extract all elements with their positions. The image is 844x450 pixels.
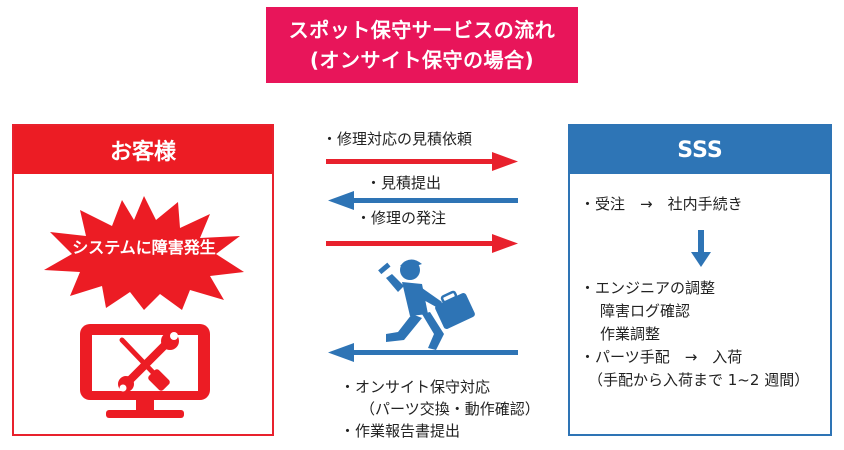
customer-panel: お客様 システムに障害発生 bbox=[12, 124, 274, 436]
sss-item-parts: ・パーツ手配 → 入荷 bbox=[580, 348, 743, 366]
sss-item-order: ・受注 → 社内手続き bbox=[580, 195, 743, 213]
diagram-title: スポット保守サービスの流れ (オンサイト保守の場合) bbox=[266, 7, 578, 83]
flow-label-onsite: ・オンサイト保守対応 bbox=[340, 378, 491, 396]
sss-item-parts-lead-time: （手配から入荷まで 1~2 週間） bbox=[588, 371, 810, 389]
flow-label-repair-order: ・修理の発注 bbox=[356, 209, 447, 227]
customer-header: お客様 bbox=[14, 126, 272, 174]
arrow-left-1 bbox=[328, 191, 518, 210]
burst-text: システムに障害発生 bbox=[72, 238, 216, 257]
wrench-screwdriver-icon bbox=[118, 332, 179, 392]
title-line-2: (オンサイト保守の場合) bbox=[309, 48, 535, 72]
arrow-right-2 bbox=[326, 234, 518, 253]
running-engineer-icon bbox=[378, 259, 475, 350]
arrow-left-2 bbox=[328, 343, 518, 362]
sss-panel: SSS ・受注 → 社内手続き ・エンジニアの調整 障害ログ確認 作業調整 ・パ… bbox=[568, 124, 832, 436]
sss-item-schedule: 作業調整 bbox=[600, 325, 661, 343]
flow-label-report: ・作業報告書提出 bbox=[340, 422, 461, 440]
sss-item-engineer: ・エンジニアの調整 bbox=[580, 279, 716, 297]
flow-label-quote-submit: ・見積提出 bbox=[366, 174, 442, 192]
arrow-right-1 bbox=[326, 152, 518, 171]
down-arrow-icon bbox=[691, 230, 711, 267]
sss-item-log: 障害ログ確認 bbox=[600, 302, 691, 320]
flow-label-onsite-detail: （パーツ交換・動作確認） bbox=[360, 400, 540, 418]
monitor-icon bbox=[80, 324, 210, 418]
burst-shape bbox=[44, 196, 244, 310]
sss-header: SSS bbox=[570, 126, 830, 174]
title-line-1: スポット保守サービスの流れ bbox=[288, 18, 556, 42]
flow-label-quote-request: ・修理対応の見積依頼 bbox=[322, 130, 473, 148]
